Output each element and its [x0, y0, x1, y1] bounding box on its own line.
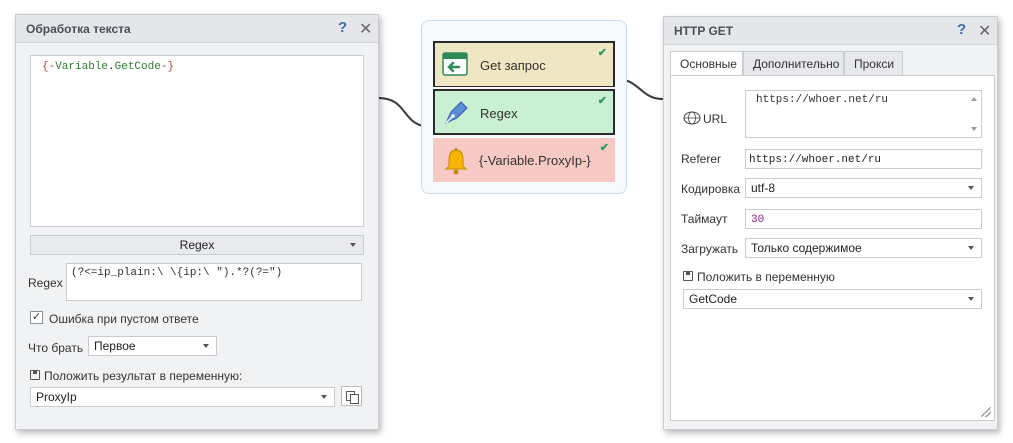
- mode-select-value: Regex: [179, 238, 215, 252]
- node-label: Get запрос: [480, 58, 546, 73]
- scroll-up-icon[interactable]: [971, 97, 977, 101]
- tab-content: URL https://whoer.net/ru Referer https:/…: [670, 75, 995, 421]
- action-group[interactable]: Get запрос ✔ Regex ✔ {-Variable.ProxyIp-…: [421, 20, 627, 194]
- result-variable-value: ProxyIp: [36, 390, 77, 404]
- save-icon: [683, 271, 693, 281]
- mode-select[interactable]: Regex: [30, 235, 364, 255]
- load-label: Загружать: [681, 242, 739, 256]
- tab-proxy[interactable]: Прокси: [844, 51, 903, 75]
- result-variable-select[interactable]: ProxyIp: [30, 387, 335, 407]
- chevron-down-icon: [350, 243, 356, 247]
- referer-label: Referer: [681, 152, 722, 166]
- input-text-value: {-Variable.GetCode-}: [42, 61, 174, 73]
- flow-node-notification[interactable]: {-Variable.ProxyIp-} ✔: [433, 138, 615, 182]
- save-var-value: GetCode: [689, 292, 738, 306]
- error-empty-label: Ошибка при пустом ответе: [49, 312, 199, 326]
- regex-label: Regex: [28, 276, 63, 290]
- chevron-down-icon: [968, 297, 974, 301]
- url-value: https://whoer.net/ru: [756, 94, 889, 106]
- chevron-down-icon: [321, 395, 327, 399]
- get-request-icon: [442, 52, 468, 76]
- save-result-label: Положить результат в переменную:: [44, 369, 243, 383]
- globe-icon: [683, 111, 701, 125]
- dot: .: [108, 61, 115, 73]
- chevron-down-icon: [968, 246, 974, 250]
- node-label: {-Variable.ProxyIp-}: [479, 153, 591, 168]
- panel-header: HTTP GET ? ✕: [664, 17, 997, 45]
- what-take-value: Первое: [94, 339, 136, 353]
- close-icon[interactable]: ✕: [359, 21, 373, 38]
- load-select[interactable]: Только содержимое: [745, 238, 982, 258]
- flow-node-regex[interactable]: Regex ✔: [433, 89, 615, 135]
- check-icon: ✔: [597, 95, 607, 107]
- panel-title: HTTP GET: [674, 24, 734, 38]
- regex-value: (?<=ip_plain:\ \{ip:\ ").*?(?="): [71, 267, 283, 279]
- save-var-label: Положить в переменную: [697, 270, 835, 284]
- error-empty-checkbox[interactable]: ✓: [30, 311, 43, 324]
- referer-value: https://whoer.net/ru: [749, 154, 882, 166]
- tab-basic[interactable]: Основные: [670, 51, 743, 75]
- timeout-input[interactable]: 30: [745, 209, 982, 229]
- check-icon: ✔: [599, 142, 609, 154]
- encoding-label: Кодировка: [681, 182, 741, 196]
- copy-variable-button[interactable]: [341, 386, 362, 406]
- node-label: Regex: [480, 106, 518, 121]
- resize-grip[interactable]: [981, 407, 991, 417]
- panel-header: Обработка текста ? ✕: [16, 15, 378, 43]
- timeout-value: 30: [751, 214, 765, 226]
- panel-title: Обработка текста: [26, 22, 131, 36]
- load-value: Только содержимое: [751, 241, 862, 255]
- text-processing-panel: Обработка текста ? ✕ {-Variable.GetCode-…: [15, 14, 379, 430]
- url-input[interactable]: https://whoer.net/ru: [745, 90, 982, 138]
- variable-keyword: Variable: [55, 61, 109, 73]
- close-icon[interactable]: ✕: [978, 23, 992, 40]
- flow-node-get-request[interactable]: Get запрос ✔: [433, 41, 615, 87]
- variable-name: GetCode: [114, 61, 161, 73]
- scroll-down-icon[interactable]: [971, 127, 977, 131]
- copy-icon-back: [350, 394, 359, 404]
- what-take-select[interactable]: Первое: [88, 336, 217, 356]
- input-text-area[interactable]: {-Variable.GetCode-}: [30, 55, 364, 227]
- timeout-label: Таймаут: [681, 212, 728, 226]
- check-icon: ✔: [597, 47, 607, 59]
- brace-open: {-: [42, 61, 56, 73]
- regex-input[interactable]: (?<=ip_plain:\ \{ip:\ ").*?(?="): [66, 263, 362, 301]
- url-label: URL: [703, 112, 728, 126]
- help-button[interactable]: ?: [338, 19, 348, 36]
- chevron-down-icon: [968, 186, 974, 190]
- chevron-down-icon: [203, 344, 209, 348]
- pen-icon: [444, 101, 468, 125]
- brace-close: -}: [160, 61, 175, 73]
- save-icon: [30, 370, 40, 380]
- bell-icon: [444, 148, 468, 175]
- encoding-select[interactable]: utf-8: [745, 178, 982, 198]
- tab-advanced[interactable]: Дополнительно: [743, 51, 844, 75]
- encoding-value: utf-8: [751, 181, 776, 195]
- referer-input[interactable]: https://whoer.net/ru: [745, 149, 982, 169]
- what-take-label: Что брать: [28, 341, 84, 355]
- help-button[interactable]: ?: [957, 21, 967, 38]
- save-var-select[interactable]: GetCode: [683, 289, 982, 309]
- http-get-panel: HTTP GET ? ✕ Основные Дополнительно Прок…: [663, 16, 998, 430]
